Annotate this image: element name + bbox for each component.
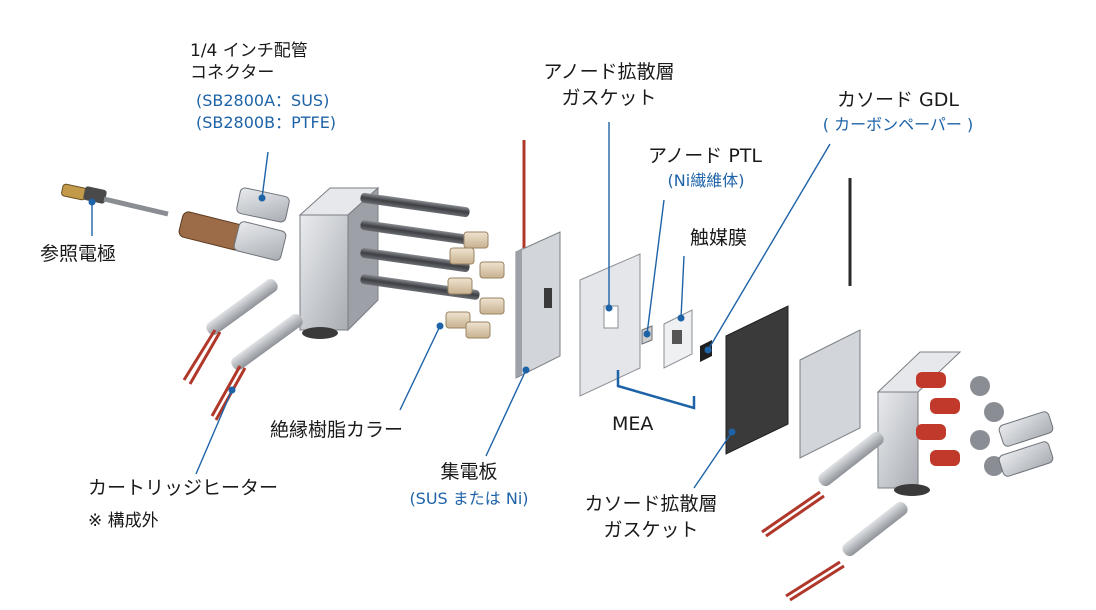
cathode-gasket-label-line1: カソード拡散層	[584, 493, 718, 515]
anode-gasket-label-line1: アノード拡散層	[543, 61, 675, 83]
cathode-current-collector-plate	[799, 178, 861, 459]
leader-anode-ptl	[646, 199, 665, 335]
anode-ptl-label: アノード PTL	[648, 145, 762, 167]
leader-heater	[195, 389, 233, 475]
cathode-gasket	[725, 305, 789, 455]
cartridge-heaters-right	[761, 431, 908, 602]
cathode-gasket-label-line2: ガスケット	[603, 519, 699, 541]
anode-gasket-label-line2: ガスケット	[561, 87, 657, 109]
cartridge-heater-note: ※ 構成外	[88, 511, 159, 531]
anode-ptl-material: (Ni繊維体)	[667, 171, 745, 190]
catalyst-membrane-label: 触媒膜	[690, 227, 748, 249]
insulating-collar-label: 絶縁樹脂カラー	[270, 419, 404, 441]
connector-material-a: (SB2800A：SUS)	[196, 91, 330, 110]
anode-current-collector-plate	[515, 140, 561, 379]
mea-bracket	[616, 370, 696, 410]
current-collector-label: 集電板	[440, 461, 498, 483]
mea-label: MEA	[612, 413, 654, 435]
leader-collar	[399, 325, 441, 411]
reference-electrode	[61, 183, 169, 217]
right-end-block	[876, 351, 1004, 496]
cartridge-heater-label: カートリッジヒーター	[88, 477, 279, 499]
pipe-connector-left	[236, 187, 290, 223]
leader-dot-connector	[258, 194, 266, 202]
leader-lines	[88, 122, 831, 489]
current-collector-material: (SUS または Ni)	[409, 489, 529, 508]
cartridge-heaters-left	[182, 279, 303, 421]
cathode-gdl-label: カソード GDL	[837, 89, 959, 111]
spiral-fitting	[178, 211, 287, 261]
cathode-gdl-material: ( カーボンペーパー )	[822, 115, 974, 134]
leader-connector	[261, 151, 269, 199]
anode-gasket	[579, 253, 641, 397]
connector-material-b: (SB2800B：PTFE)	[196, 113, 337, 132]
connector-label-line2: コネクター	[190, 63, 275, 83]
left-end-block	[298, 186, 380, 339]
pipe-connector-right	[998, 411, 1054, 477]
leader-dot-reference	[88, 198, 96, 206]
connector-label-line1: 1/4 インチ配管	[190, 41, 308, 61]
leader-cathode-gasket	[693, 431, 733, 489]
leader-cathode-gdl	[707, 143, 831, 351]
leader-collector	[485, 369, 527, 457]
catalyst-membrane	[663, 309, 693, 369]
insulating-collars	[445, 231, 505, 339]
leader-catalyst-membrane	[680, 255, 685, 319]
reference-electrode-label: 参照電極	[40, 243, 117, 265]
